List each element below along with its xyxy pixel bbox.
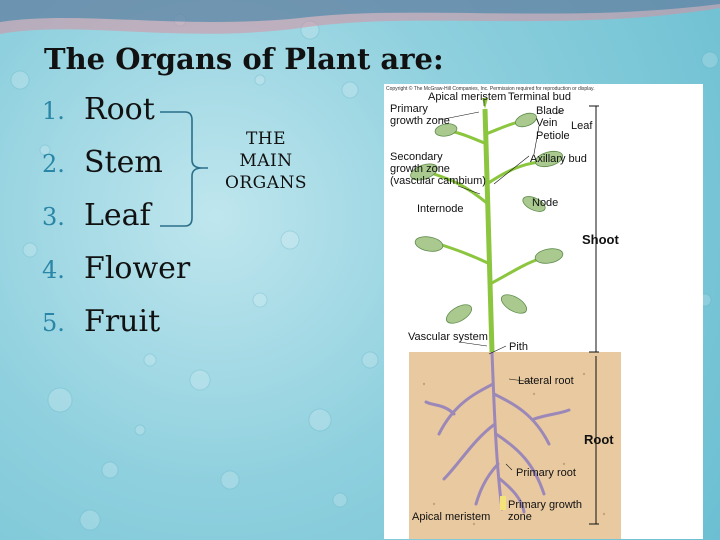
main-organs-line: THE — [245, 129, 287, 149]
copyright-notice: Copyright © The McGraw-Hill Companies, I… — [386, 85, 595, 92]
branches — [433, 120, 540, 286]
diagram-label-primary-root: Primary root — [516, 467, 576, 479]
root-tip — [500, 496, 506, 510]
plant-diagram: Copyright © The McGraw-Hill Companies, I… — [384, 84, 703, 539]
diagram-label-axillary-bud: Axillary bud — [530, 153, 587, 165]
diagram-label-apical-meristem-root: Apical meristem — [412, 511, 490, 523]
diagram-label-lateral-root: Lateral root — [518, 375, 574, 387]
diagram-label-petiole: Petiole — [536, 130, 570, 142]
diagram-label-primary-growth-zone-root: zone — [508, 511, 532, 523]
organ-list-item: 5. Fruit — [42, 304, 190, 357]
organ-label: Flower — [84, 251, 191, 286]
grouping-bracket — [160, 111, 208, 227]
diagram-label-secondary-growth-zone: growth zone — [390, 163, 450, 175]
organ-list: 1. Root 2. Stem 3. Leaf 4. Flower 5. Fruit — [42, 92, 190, 357]
list-number: 1. — [42, 97, 65, 125]
diagram-label-internode: Internode — [417, 203, 463, 215]
leader-lines — [438, 100, 565, 471]
organ-label: Fruit — [84, 304, 161, 339]
diagram-label-apical-meristem: Apical meristem — [428, 91, 506, 103]
list-number: 4. — [42, 256, 65, 284]
organ-label: Stem — [84, 145, 163, 180]
organ-label: Root — [84, 92, 155, 127]
header-wave — [0, 0, 720, 34]
diagram-label-vascular-system: Vascular system — [408, 331, 488, 343]
diagram-label-secondary-growth-zone: Secondary — [390, 151, 443, 163]
stem — [482, 108, 495, 353]
diagram-label-primary-growth-zone: growth zone — [390, 115, 450, 127]
diagram-label-primary-growth-zone: Primary — [390, 103, 428, 115]
soil — [409, 352, 621, 539]
diagram-label-node: Node — [532, 197, 558, 209]
organ-list-item: 4. Flower — [42, 251, 190, 304]
list-number: 5. — [42, 309, 65, 337]
diagram-label-terminal-bud: Terminal bud — [508, 91, 571, 103]
list-number: 2. — [42, 150, 65, 178]
organ-list-item: 1. Root — [42, 92, 190, 145]
organ-list-item: 3. Leaf — [42, 198, 190, 251]
main-organs-line: ORGANS — [224, 173, 308, 194]
list-number: 3. — [42, 203, 65, 231]
root-system — [424, 350, 571, 514]
main-organs-label: THE MAIN ORGANS — [206, 128, 326, 194]
slide-title: The Organs of Plant are: — [44, 42, 444, 76]
shoot-root-brackets — [589, 105, 599, 525]
diagram-label-shoot: Shoot — [582, 232, 619, 247]
organ-list-item: 2. Stem — [42, 145, 190, 198]
diagram-label-root: Root — [584, 432, 614, 447]
diagram-label-pith: Pith — [509, 341, 528, 353]
organ-label: Leaf — [84, 198, 151, 233]
diagram-label-blade: Blade — [536, 105, 564, 117]
terminal-bud — [482, 98, 488, 109]
leaves — [410, 112, 564, 324]
diagram-label-leaf: Leaf — [571, 120, 593, 132]
diagram-label-secondary-growth-zone: (vascular cambium) — [390, 175, 486, 187]
diagram-label-vein: Vein — [536, 117, 557, 129]
main-organs-line: MAIN — [239, 151, 293, 172]
diagram-label-primary-growth-zone-root: Primary growth — [508, 499, 582, 511]
